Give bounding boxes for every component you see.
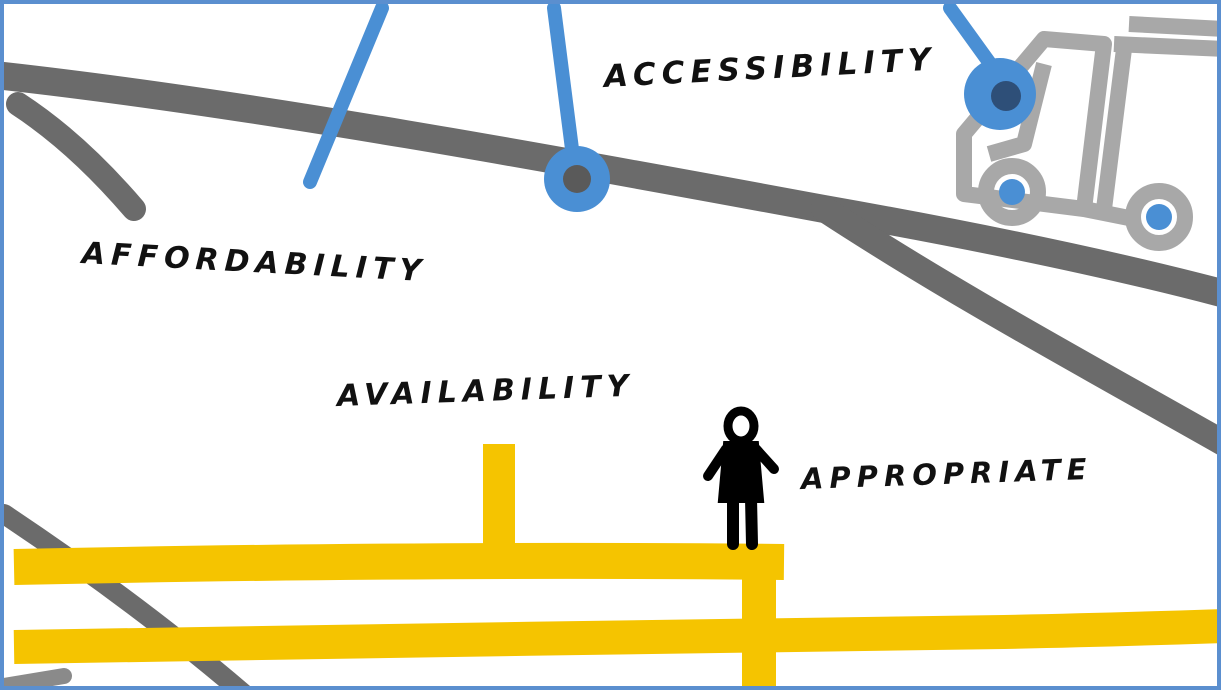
truck-wheel-front [999,179,1025,205]
truck-wheel-rear [1146,204,1172,230]
person-icon [708,411,774,544]
map-drawing [4,4,1221,690]
blue-line-middle [554,8,572,149]
location-pin-icon [544,146,610,212]
truck-icon [964,24,1221,243]
diagonal-road-bottom [4,514,244,690]
curved-road-left [18,104,134,209]
blue-line-right [950,8,994,69]
blue-line-left [310,8,382,182]
location-pin-icon [964,58,1036,130]
corner-road-bottom [4,676,64,686]
